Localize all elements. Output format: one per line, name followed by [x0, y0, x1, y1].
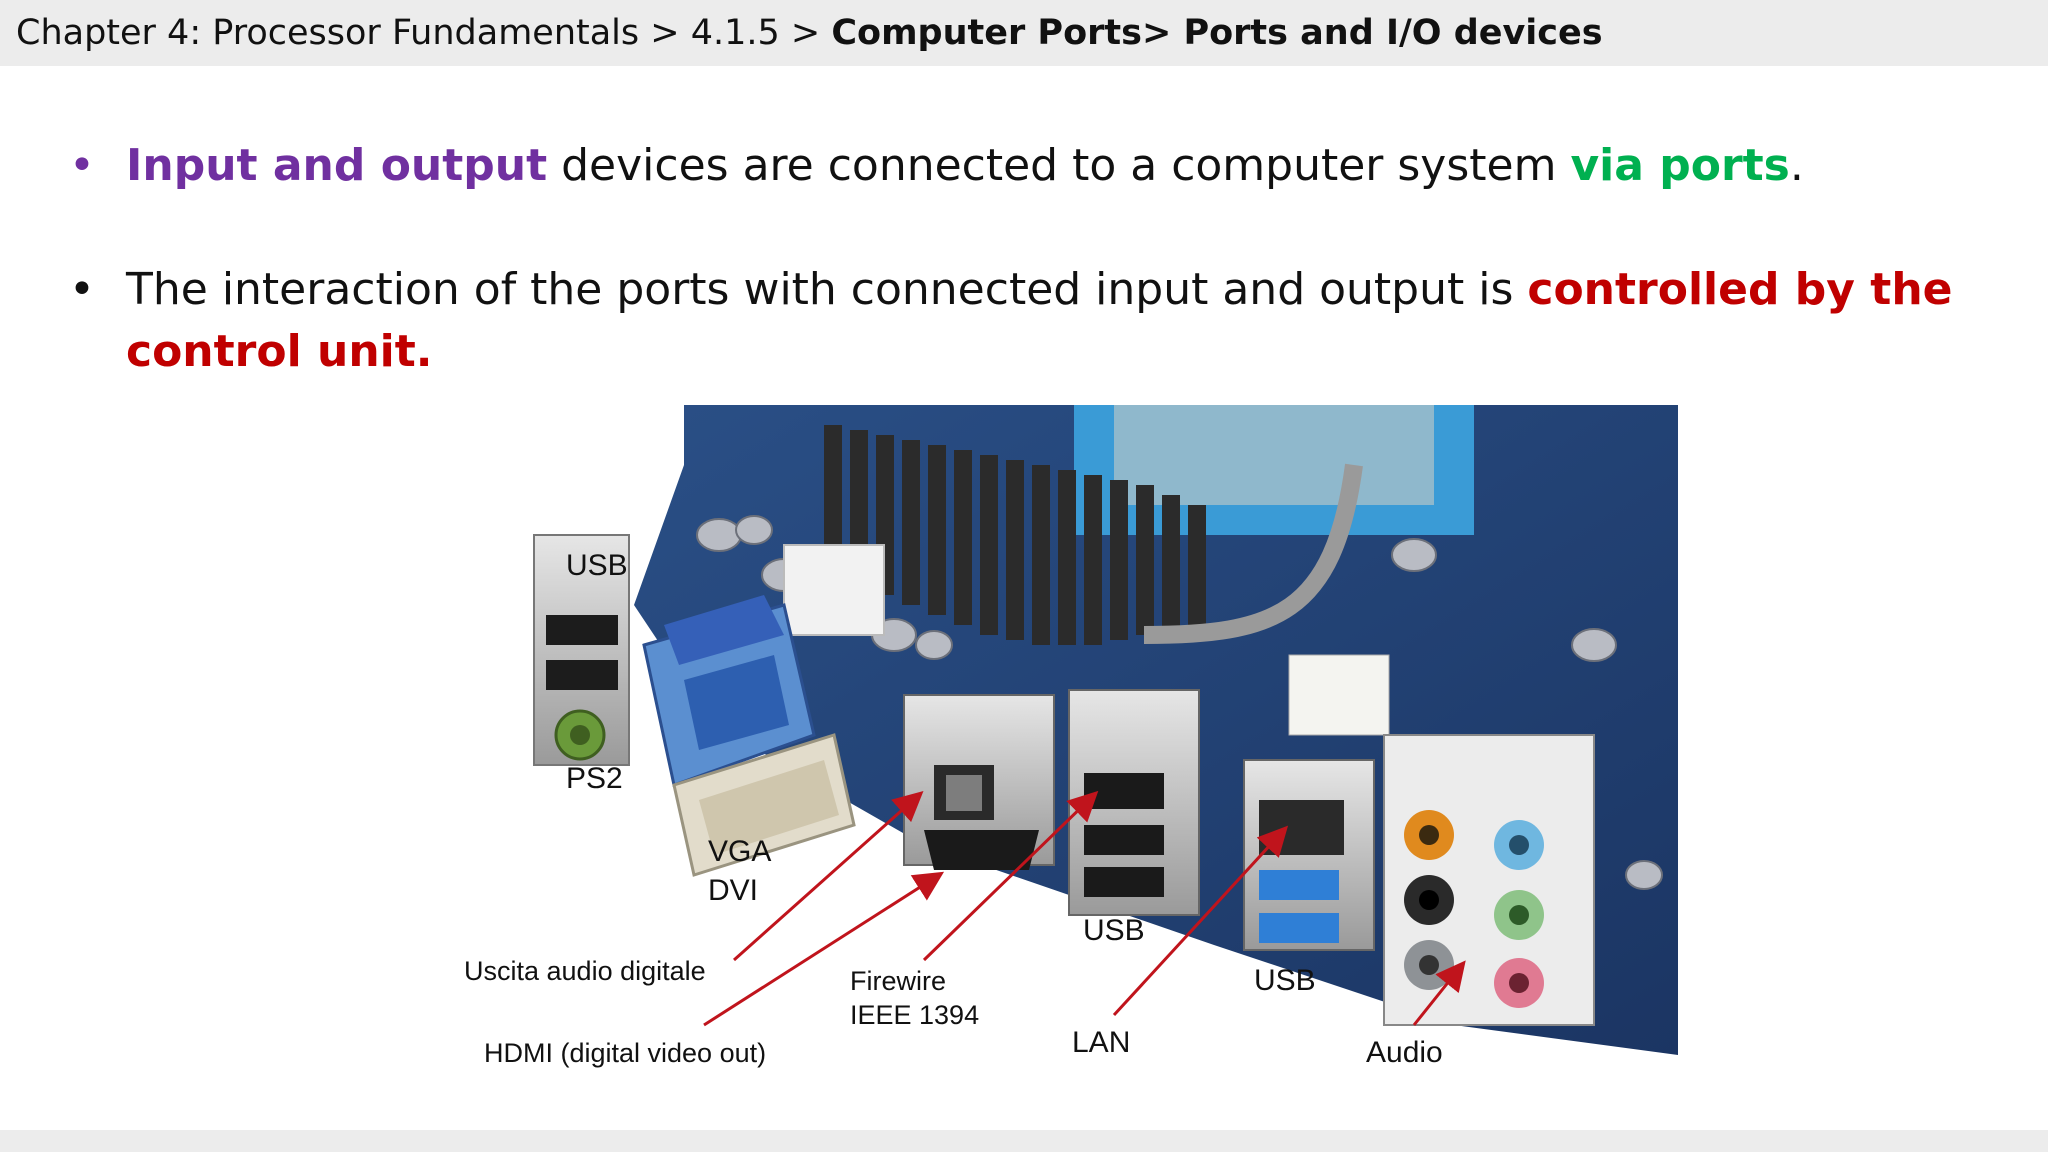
label-dvi: DVI: [708, 874, 758, 907]
motherboard-ports-image: USB PS2 VGA DVI Uscita audio digitale HD…: [454, 405, 1678, 1087]
label-usb-mid: USB: [1083, 914, 1145, 947]
heat-pipe: [1143, 463, 1363, 644]
arrow-hdmi: [703, 871, 945, 1027]
optical-hdmi-block: [903, 694, 1055, 870]
bullet-io-devices: • Input and output devices are connected…: [69, 135, 2016, 197]
label-audio: Audio: [1366, 1036, 1443, 1069]
power-connector: [783, 544, 885, 636]
bullet-text: The interaction of the ports with connec…: [126, 264, 1528, 315]
header-bar: Chapter 4: Processor Fundamentals > 4.1.…: [0, 0, 2048, 66]
heatsink: [824, 425, 1206, 645]
label-vga: VGA: [708, 835, 771, 868]
bullet-dot: •: [69, 140, 95, 191]
capacitors: [696, 515, 1663, 890]
bullet-text: devices are connected to a computer syst…: [547, 140, 1571, 191]
vga-connector: [642, 595, 816, 787]
bullet-control-unit: • The interaction of the ports with conn…: [69, 259, 2016, 383]
usb-ps2-stack: [533, 534, 630, 766]
highlight-control-unit: controlled by the control unit.: [126, 264, 1953, 377]
label-ps2: PS2: [566, 762, 623, 795]
highlight-via-ports: via ports: [1570, 140, 1790, 191]
breadcrumb-current: Computer Ports> Ports and I/O devices: [831, 12, 1603, 53]
footer-bar: [0, 1130, 2048, 1152]
label-usb-top: USB: [566, 549, 628, 582]
arrow-lan: [1112, 825, 1289, 1017]
bullet-period: .: [1789, 140, 1804, 191]
firewire-usb-stack: [1068, 689, 1200, 916]
breadcrumb-path: Chapter 4: Processor Fundamentals > 4.1.…: [16, 12, 832, 53]
label-hdmi: HDMI (digital video out): [484, 1038, 766, 1068]
label-usb-right: USB: [1254, 964, 1316, 997]
highlight-input-output: Input and output: [126, 140, 548, 191]
breadcrumb: Chapter 4: Processor Fundamentals > 4.1.…: [16, 12, 1603, 53]
label-uscita-audio: Uscita audio digitale: [464, 956, 706, 986]
arrow-uscita: [733, 791, 924, 962]
bullet-dot: •: [69, 264, 95, 315]
arrow-audio: [1412, 960, 1466, 1026]
motherboard-illustration: USB PS2 VGA DVI Uscita audio digitale HD…: [454, 405, 1678, 1087]
sticker: [1288, 654, 1390, 736]
dvi-connector: [672, 733, 856, 877]
audio-jack-block: [1383, 734, 1595, 1026]
label-firewire: Firewire: [850, 966, 946, 996]
arrow-firewire: [922, 790, 1099, 962]
label-lan: LAN: [1072, 1026, 1130, 1059]
label-ieee: IEEE 1394: [850, 1000, 979, 1030]
callout-arrows: [703, 790, 1466, 1027]
